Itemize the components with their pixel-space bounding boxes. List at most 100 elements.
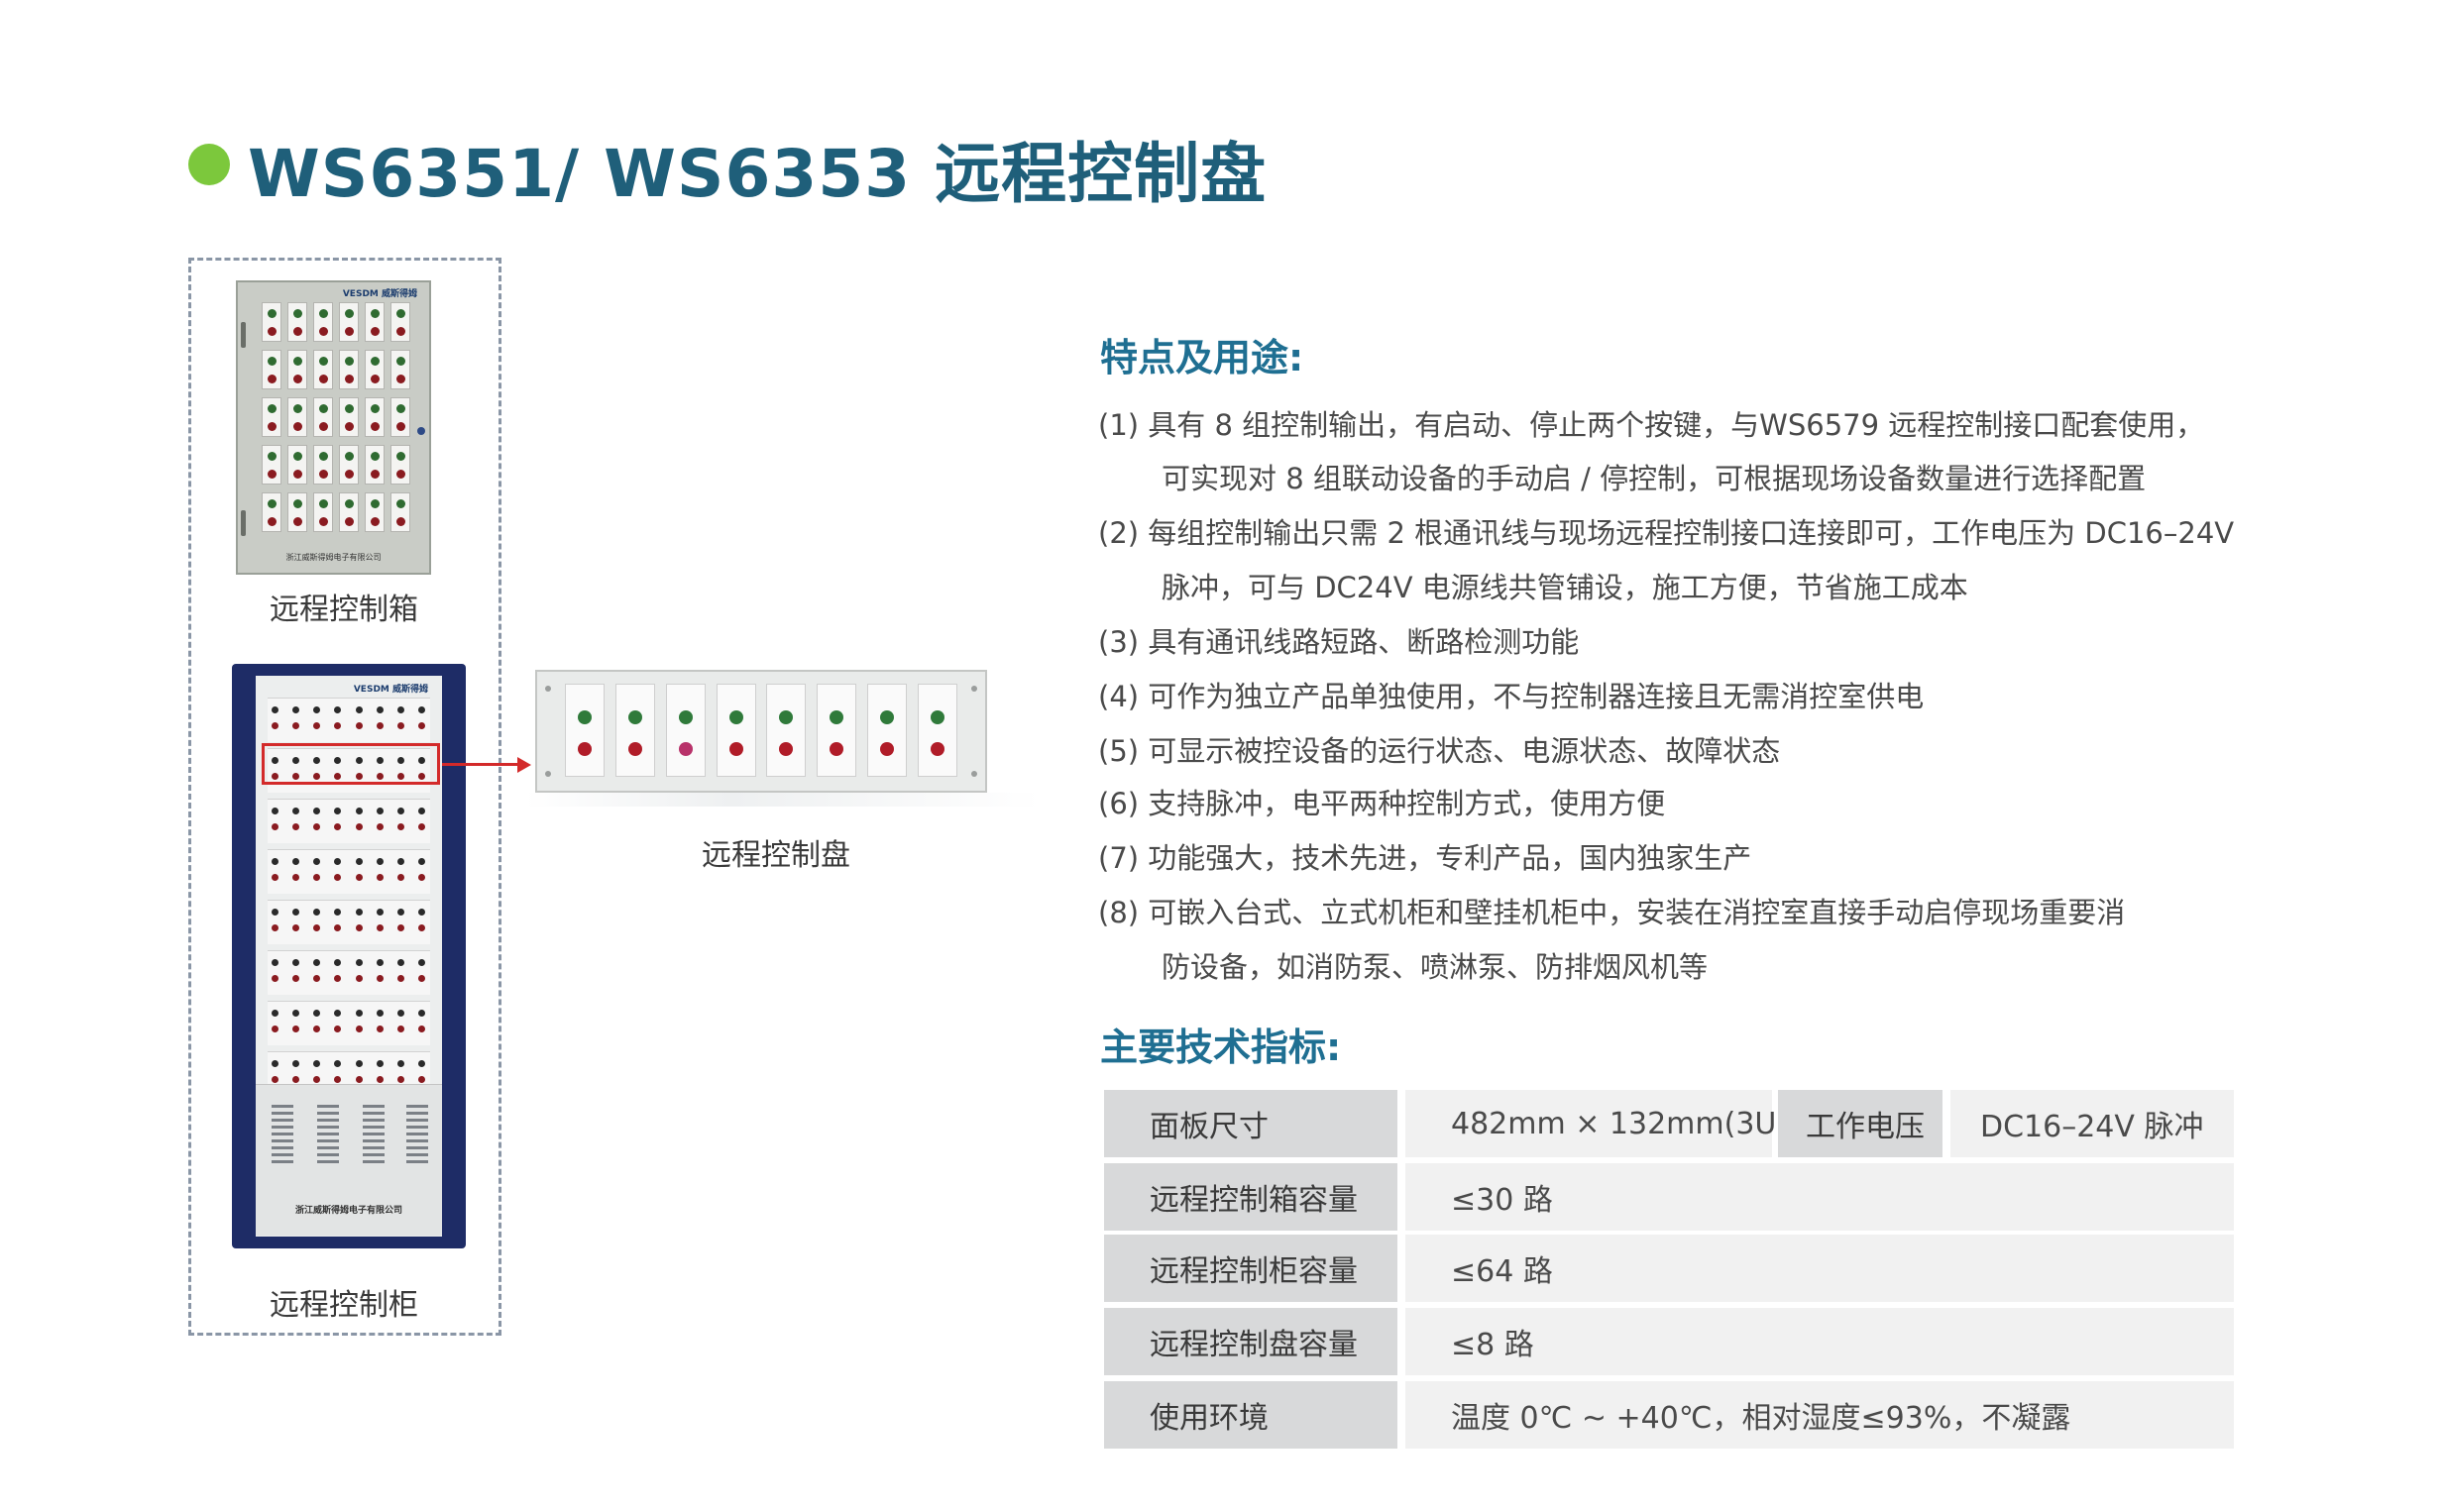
cabinet-module-row: [268, 748, 430, 793]
specs-heading: 主要技术指标:: [1100, 1026, 1342, 1069]
feature-item: (4) 可作为独立产品单独使用，不与控制器连接且无需消控室供电: [1098, 680, 1925, 713]
stop-indicator-icon: [319, 517, 328, 526]
cabinet-module-row: [268, 849, 430, 894]
stop-indicator-icon: [355, 874, 363, 881]
start-indicator-icon: [268, 499, 277, 508]
stop-indicator-icon: [313, 924, 321, 931]
start-indicator-icon: [355, 1060, 363, 1067]
start-indicator-icon: [355, 757, 363, 764]
stop-indicator-icon: [627, 742, 642, 756]
stop-indicator-icon: [319, 375, 328, 383]
start-indicator-icon: [880, 710, 895, 724]
spec-row: 远程控制柜容量 ≤64 路: [1104, 1235, 2234, 1302]
box-module-row: [262, 492, 410, 534]
stop-indicator-icon: [272, 975, 278, 982]
cabinet-module: [268, 1002, 283, 1041]
box-module: [287, 397, 307, 437]
start-indicator-icon: [728, 710, 743, 724]
start-indicator-icon: [376, 959, 384, 966]
cabinet-brand-logo: VESDM 威斯得姆: [353, 685, 428, 695]
panel-module: [766, 684, 807, 777]
box-module-row: [262, 302, 410, 344]
spec-value: 482mm × 132mm(3U): [1405, 1090, 1788, 1157]
box-company-label: 浙江威斯得姆电子有限公司: [285, 553, 382, 562]
stop-indicator-icon: [272, 1076, 278, 1083]
start-indicator-icon: [293, 309, 302, 318]
stop-indicator-icon: [334, 874, 342, 881]
cabinet-module: [373, 749, 388, 789]
start-indicator-icon: [417, 858, 425, 865]
cabinet-module: [330, 850, 346, 890]
cabinet-module: [414, 951, 430, 991]
start-indicator-icon: [292, 858, 300, 865]
start-indicator-icon: [313, 858, 321, 865]
start-indicator-icon: [371, 452, 380, 461]
start-indicator-icon: [319, 309, 328, 318]
cabinet-module: [268, 800, 283, 839]
cabinet-module: [373, 850, 388, 890]
stop-indicator-icon: [417, 773, 425, 780]
cabinet-module: [414, 800, 430, 839]
start-indicator-icon: [293, 499, 302, 508]
cabinet-module: [393, 749, 409, 789]
start-indicator-icon: [417, 1060, 425, 1067]
box-module: [313, 492, 333, 532]
box-module: [365, 397, 385, 437]
panel-module: [817, 684, 857, 777]
stop-indicator-icon: [272, 874, 278, 881]
box-module-grid: [262, 302, 410, 540]
stop-indicator-icon: [272, 773, 278, 780]
box-lock-icon: [417, 427, 425, 435]
start-indicator-icon: [396, 757, 404, 764]
stop-indicator-icon: [779, 742, 794, 756]
start-indicator-icon: [779, 710, 794, 724]
box-module: [287, 492, 307, 532]
cabinet-module: [352, 800, 368, 839]
start-indicator-icon: [293, 357, 302, 366]
cabinet-module: [373, 800, 388, 839]
panel-module: [917, 684, 957, 777]
panel-module: [614, 684, 655, 777]
stop-indicator-icon: [334, 1026, 342, 1032]
start-indicator-icon: [396, 404, 405, 413]
stop-indicator-icon: [376, 722, 384, 729]
start-indicator-icon: [334, 1010, 342, 1017]
stop-indicator-icon: [345, 470, 354, 479]
feature-item: (2) 每组控制输出只需 2 根通讯线与现场远程控制接口连接即可，工作电压为 D…: [1098, 516, 2235, 550]
start-indicator-icon: [396, 959, 404, 966]
cabinet-module: [393, 800, 409, 839]
cabinet-module: [268, 699, 283, 738]
start-indicator-icon: [292, 959, 300, 966]
spec-value-secondary: DC16–24V 脉冲: [1950, 1090, 2234, 1157]
box-module: [262, 492, 281, 532]
start-indicator-icon: [376, 1060, 384, 1067]
stop-indicator-icon: [268, 470, 277, 479]
stop-indicator-icon: [376, 1076, 384, 1083]
stop-indicator-icon: [293, 422, 302, 431]
start-indicator-icon: [376, 757, 384, 764]
stop-indicator-icon: [292, 773, 300, 780]
start-indicator-icon: [355, 909, 363, 916]
start-indicator-icon: [345, 499, 354, 508]
start-indicator-icon: [396, 357, 405, 366]
stop-indicator-icon: [293, 470, 302, 479]
stop-indicator-icon: [334, 975, 342, 982]
feature-item: (3) 具有通讯线路短路、断路检测功能: [1098, 625, 1580, 659]
feature-item-continued: 可实现对 8 组联动设备的手动启 / 停控制，可根据现场设备数量进行选择配置: [1162, 462, 2147, 495]
stop-indicator-icon: [417, 1026, 425, 1032]
stop-indicator-icon: [376, 874, 384, 881]
stop-indicator-icon: [268, 517, 277, 526]
cabinet-module: [288, 1052, 304, 1092]
stop-indicator-icon: [313, 874, 321, 881]
panel-module: [665, 684, 706, 777]
cabinet-module: [352, 699, 368, 738]
spec-value: 温度 0℃ ~ +40℃，相对湿度≤93%，不凝露: [1405, 1381, 2234, 1449]
start-indicator-icon: [293, 452, 302, 461]
stop-indicator-icon: [728, 742, 743, 756]
stop-indicator-icon: [396, 1076, 404, 1083]
start-indicator-icon: [268, 404, 277, 413]
start-indicator-icon: [371, 309, 380, 318]
start-indicator-icon: [345, 309, 354, 318]
box-module: [262, 445, 281, 485]
cabinet-vent-panel: 浙江威斯得姆电子有限公司: [256, 1084, 442, 1236]
